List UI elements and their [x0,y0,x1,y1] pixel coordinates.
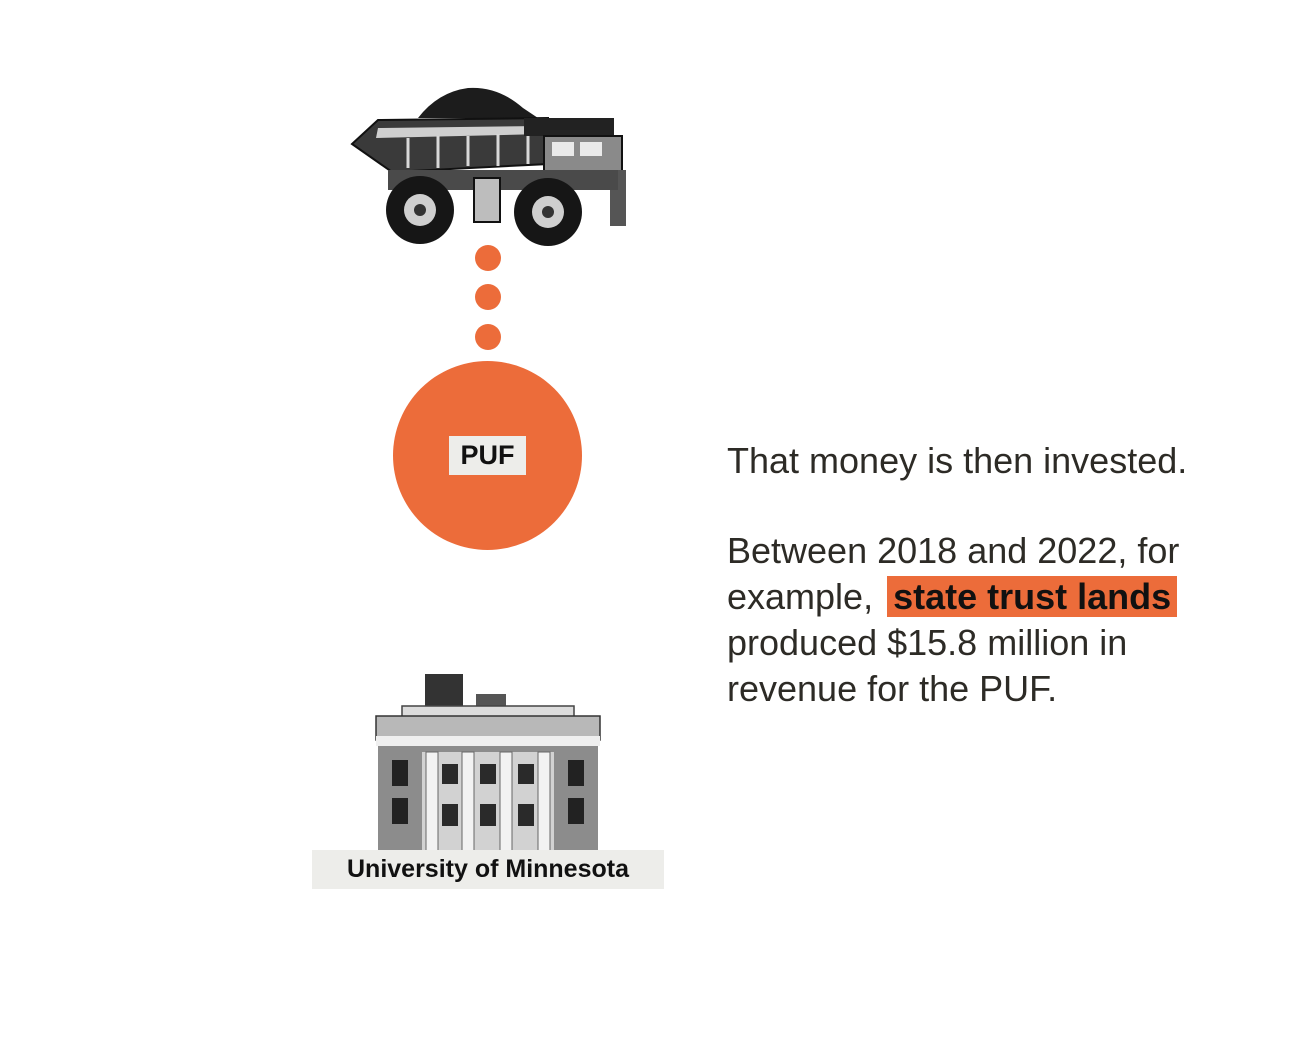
paragraph-invested: That money is then invested. [727,440,1188,481]
dump-truck-icon [348,78,630,248]
beneficiary-label: University of Minnesota [312,850,664,889]
fund-label: PUF [449,436,526,475]
university-building-icon [372,672,604,853]
paragraph-revenue-lead: Between 2018 and 2022, for example, [727,530,1180,617]
connector-dot [475,324,501,350]
connector-dot [475,245,501,271]
paragraph-revenue: Between 2018 and 2022, for example, stat… [727,528,1267,712]
explanation-text: That money is then invested. Between 201… [727,438,1267,712]
connector-dot [475,284,501,310]
highlight-state-trust-lands: state trust lands [887,576,1178,617]
paragraph-revenue-tail: produced $15.8 million in revenue for th… [727,622,1128,709]
